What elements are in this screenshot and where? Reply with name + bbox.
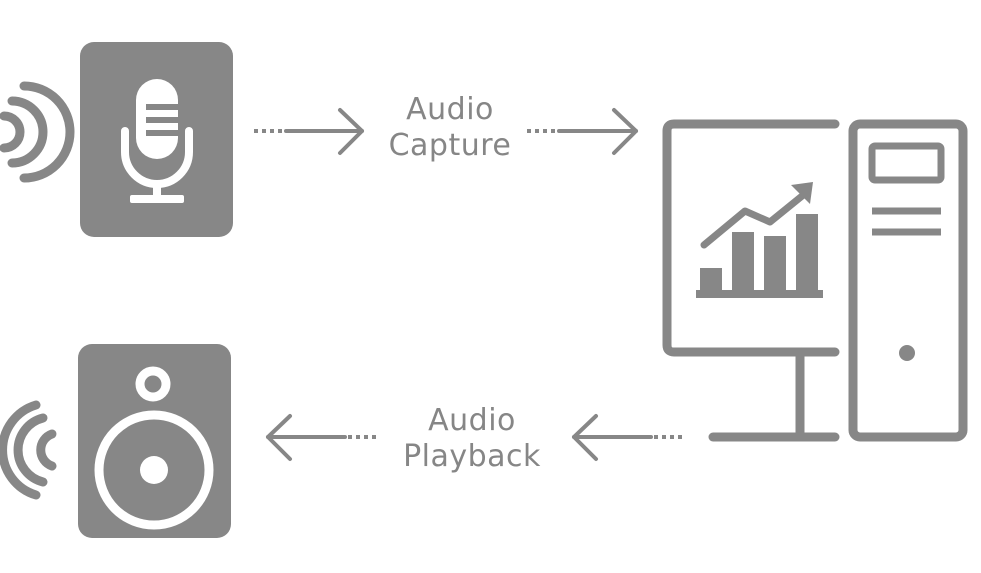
monitor-icon — [662, 119, 840, 442]
playback-arrow-left — [266, 414, 377, 461]
audio-capture-label-line-1: Audio — [406, 92, 494, 127]
capture-arrow-right — [527, 108, 638, 155]
computer-icon — [662, 119, 968, 442]
playback-arrow-right — [572, 414, 683, 461]
speaker-icon — [78, 344, 231, 538]
microphone-icon — [80, 42, 233, 237]
growth-chart-icon — [696, 182, 823, 298]
audio-playback-label: Audio Playback — [382, 403, 562, 475]
capture-arrow-left — [254, 108, 364, 155]
audio-capture-label-line-2: Capture — [388, 128, 512, 163]
audio-capture-label: Audio Capture — [370, 92, 530, 164]
speaker-sound-waves-icon — [0, 400, 57, 500]
audio-playback-label-line-2: Playback — [403, 439, 541, 474]
tower-icon — [848, 119, 968, 442]
audio-playback-label-line-1: Audio — [428, 403, 516, 438]
mic-sound-waves-icon — [0, 81, 75, 183]
